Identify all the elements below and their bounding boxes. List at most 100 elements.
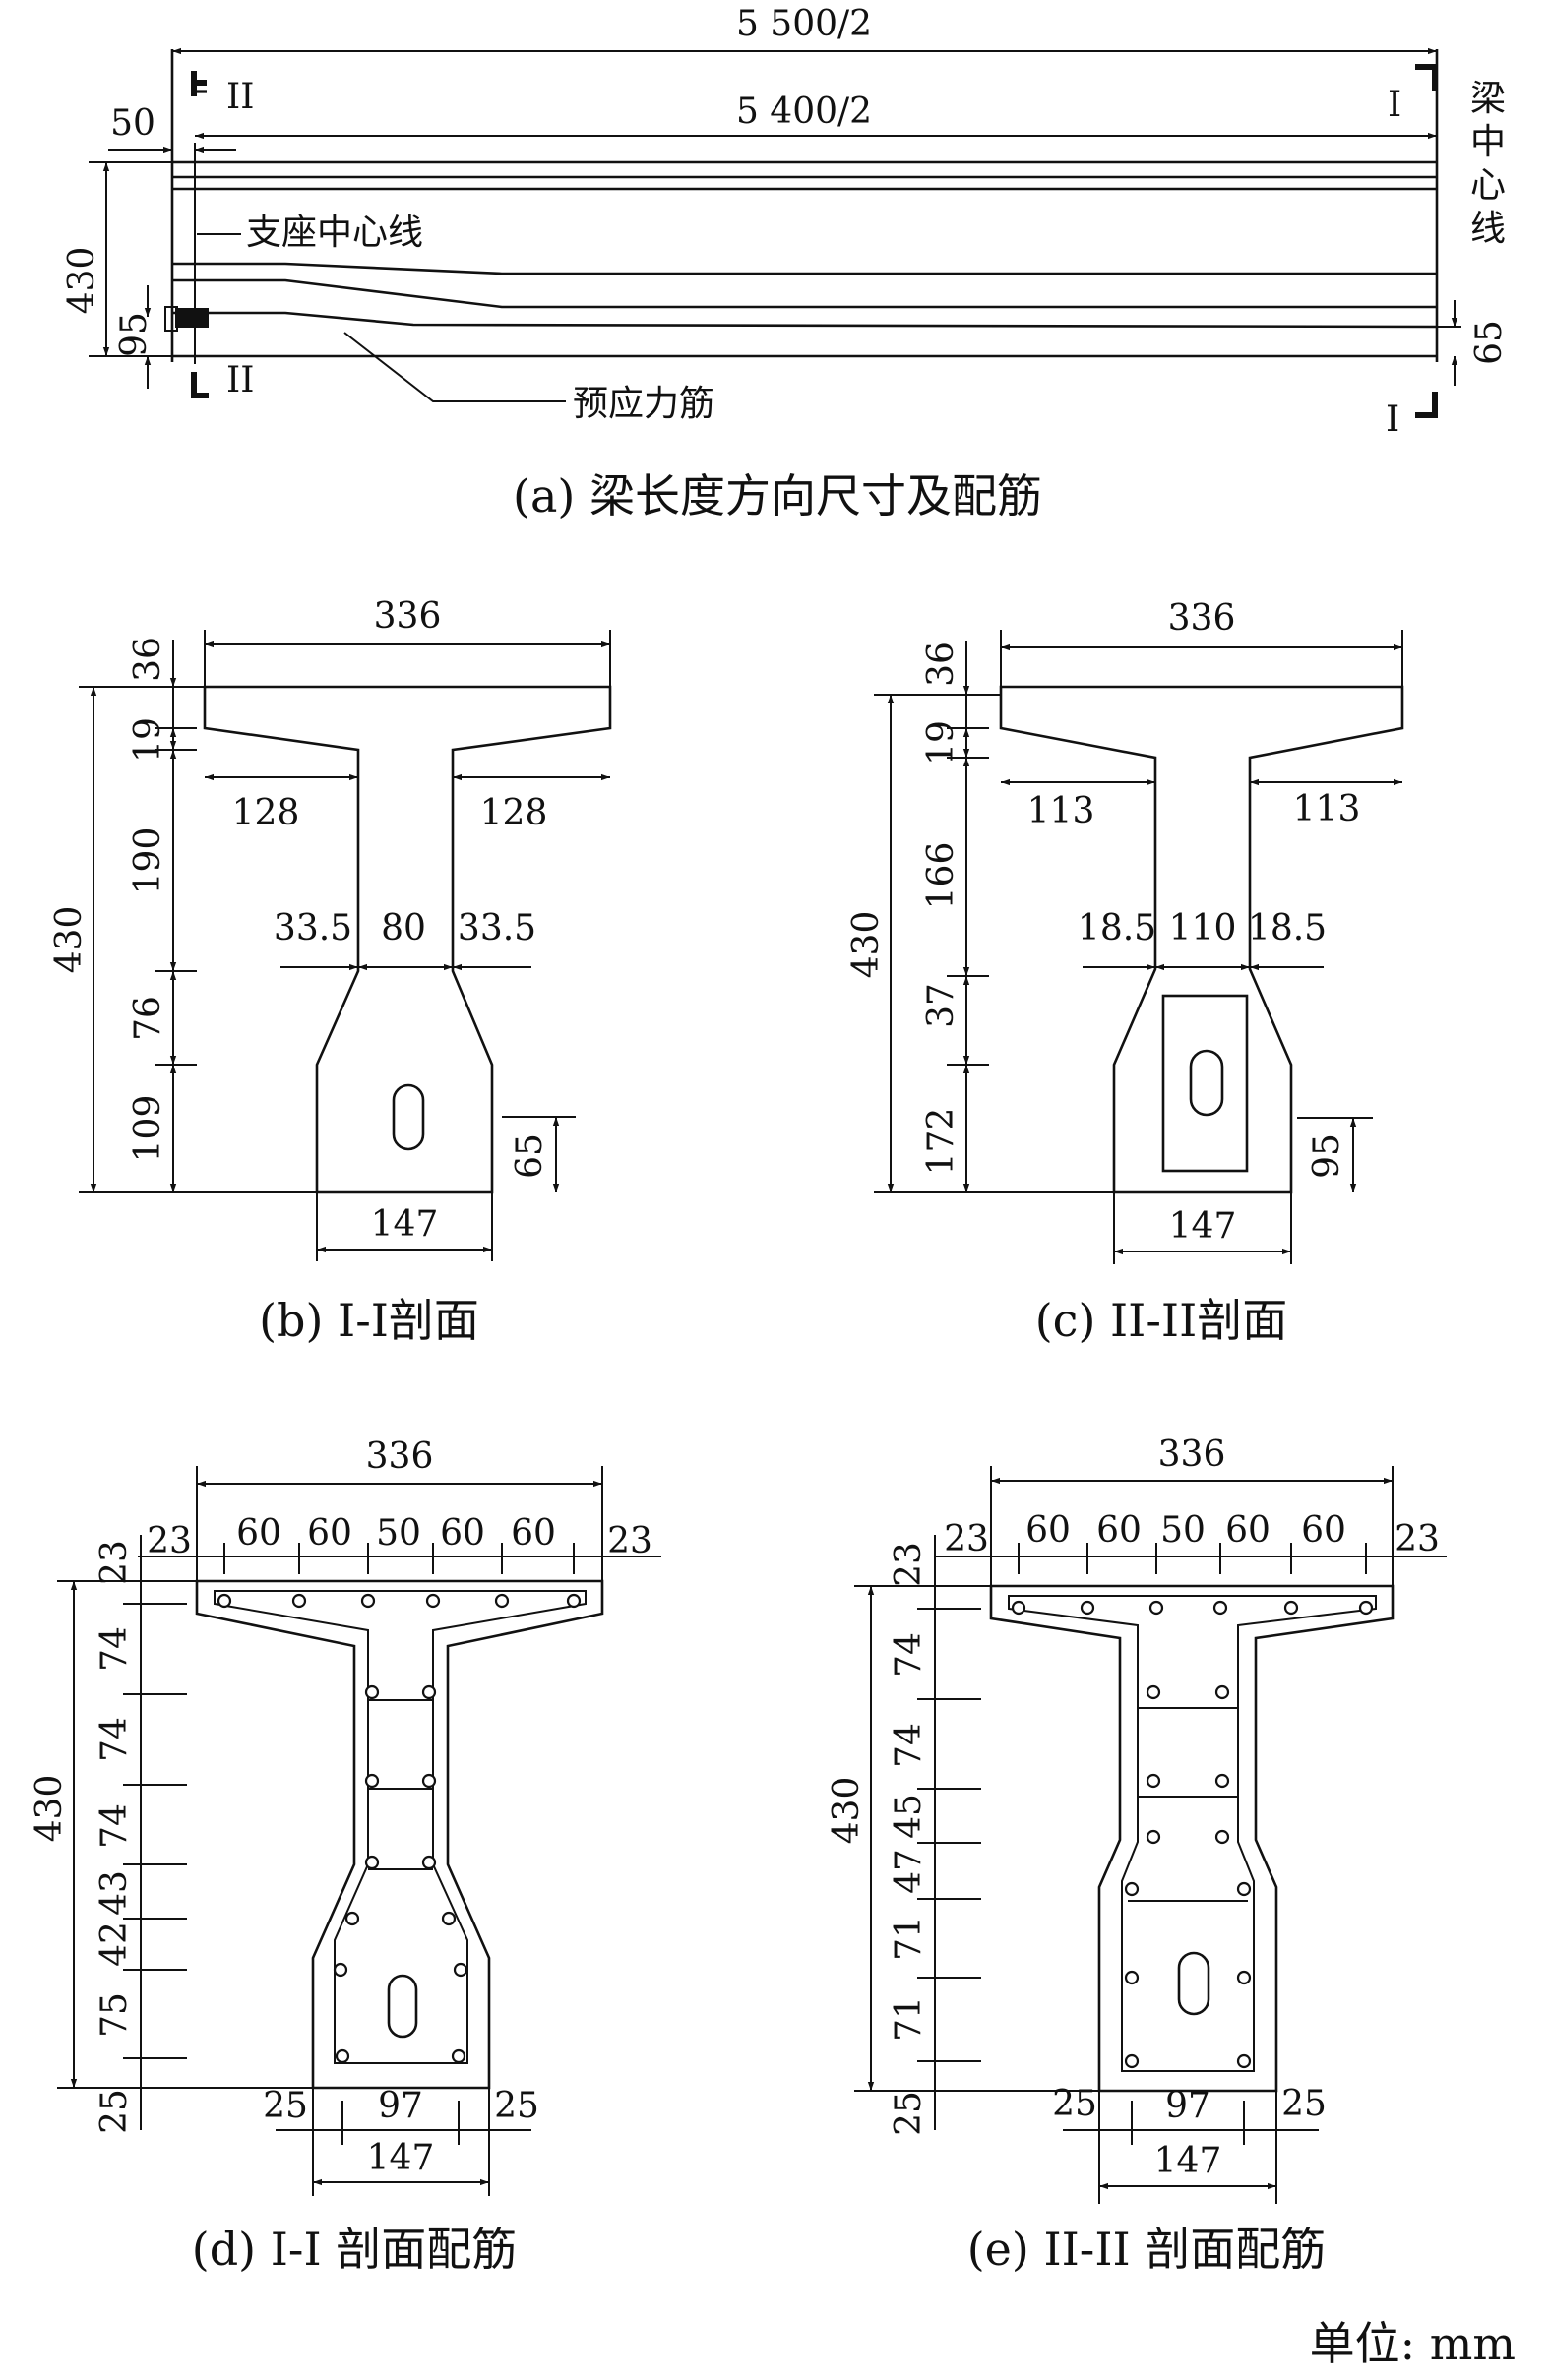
rebar-icon bbox=[335, 2048, 350, 2064]
caption-a: (a) 梁长度方向尺寸及配筋 bbox=[513, 469, 1042, 522]
dim-web-right: 33.5 bbox=[458, 908, 536, 948]
rebar-icon bbox=[364, 1684, 380, 1700]
panel-b-section: 336 128 128 33.5 80 33.5 147 65 430 bbox=[49, 596, 612, 1347]
rebar-icon bbox=[1146, 1684, 1161, 1700]
dim-width: 336 bbox=[374, 596, 442, 637]
rebar-icon bbox=[451, 2048, 466, 2064]
rebar-icon bbox=[421, 1855, 437, 1870]
dim-spacing: 60 bbox=[307, 1513, 352, 1554]
dim-wing-right: 128 bbox=[480, 793, 548, 833]
dim-web-center: 80 bbox=[381, 908, 426, 948]
dim-vertical: 71 bbox=[889, 1916, 929, 1961]
rebar-icon bbox=[364, 1855, 380, 1870]
dim-taper: 37 bbox=[921, 983, 961, 1028]
rebar-icon bbox=[441, 1911, 457, 1926]
dim-tendon: 95 bbox=[1307, 1133, 1347, 1179]
rebar-icon bbox=[1148, 1600, 1164, 1616]
dim-vertical: 47 bbox=[889, 1849, 929, 1894]
dim-web-right: 18.5 bbox=[1248, 908, 1327, 948]
rebar-icon bbox=[425, 1593, 441, 1609]
dim-bulb: 109 bbox=[128, 1095, 168, 1163]
tendon-duct bbox=[1189, 1049, 1224, 1117]
dim-width: 336 bbox=[366, 1436, 434, 1477]
rebar-icon bbox=[1236, 2053, 1252, 2069]
dim-spacing: 60 bbox=[511, 1513, 556, 1554]
dim-tendon: 65 bbox=[510, 1133, 550, 1179]
rebar-icon bbox=[1146, 1773, 1161, 1789]
section-mark-icon bbox=[1415, 64, 1438, 91]
dim-vertical: 74 bbox=[94, 1803, 135, 1849]
dim-height: 430 bbox=[62, 247, 102, 315]
dim-bottom-left: 25 bbox=[263, 2086, 308, 2126]
section-label: I bbox=[1386, 399, 1399, 440]
rebar-icon bbox=[494, 1593, 510, 1609]
label-center-char: 心 bbox=[1470, 165, 1506, 206]
rebar-icon bbox=[1214, 1684, 1230, 1700]
label-center-char: 线 bbox=[1470, 209, 1506, 249]
dim-web-height: 166 bbox=[921, 842, 961, 910]
rebar-icon bbox=[344, 1911, 360, 1926]
caption-c: (c) II-II剖面 bbox=[1035, 1294, 1288, 1347]
label-center-char: 中 bbox=[1470, 122, 1506, 162]
section-outline bbox=[195, 1579, 604, 2090]
dim-bottom-left: 25 bbox=[1052, 2084, 1097, 2124]
dim-vertical: 25 bbox=[889, 2091, 929, 2136]
dim-height: 430 bbox=[846, 911, 887, 979]
rebar-icon bbox=[566, 1593, 582, 1609]
rebar-icon bbox=[1080, 1600, 1095, 1616]
caption-b: (b) I-I剖面 bbox=[259, 1294, 479, 1347]
dim-vertical: 23 bbox=[94, 1540, 135, 1585]
dim-wing-left: 128 bbox=[232, 793, 300, 833]
label-tendon: 预应力筋 bbox=[573, 384, 714, 424]
dim-tendon: 65 bbox=[1469, 320, 1510, 365]
section-label: II bbox=[226, 77, 254, 117]
tendon-duct bbox=[387, 1974, 418, 2039]
dim-wing-right: 113 bbox=[1293, 789, 1361, 829]
dim-bottom: 147 bbox=[371, 1204, 439, 1245]
rebar-icon bbox=[1212, 1600, 1228, 1616]
rebar-icon bbox=[360, 1593, 376, 1609]
rebar-icon bbox=[1236, 1970, 1252, 1985]
dim-vertical: 74 bbox=[889, 1632, 929, 1678]
dim-bottom: 147 bbox=[367, 2138, 435, 2178]
dim-spacing: 60 bbox=[236, 1513, 281, 1554]
section-mark-icon bbox=[191, 372, 209, 398]
dim-height: 430 bbox=[30, 1775, 70, 1843]
dim-web-left: 33.5 bbox=[274, 908, 352, 948]
dim-spacing: 60 bbox=[440, 1513, 485, 1554]
dim-end: 50 bbox=[110, 103, 155, 144]
dim-vertical: 71 bbox=[889, 1996, 929, 2042]
dim-flange: 36 bbox=[128, 637, 168, 682]
tendon-line bbox=[172, 311, 1438, 329]
dim-span: 5 400/2 bbox=[736, 92, 872, 132]
dim-edge-right: 23 bbox=[607, 1521, 652, 1561]
dim-taper: 76 bbox=[128, 996, 168, 1041]
dim-bottom-right: 25 bbox=[1281, 2084, 1327, 2124]
rebar-icon bbox=[1146, 1829, 1161, 1845]
dim-bulb: 172 bbox=[921, 1108, 961, 1176]
dim-vertical: 74 bbox=[94, 1626, 135, 1672]
dim-width: 336 bbox=[1158, 1434, 1226, 1475]
rebar-group bbox=[217, 1593, 582, 2064]
section-label: II bbox=[226, 360, 254, 400]
unit-label: 单位: mm bbox=[1310, 2317, 1516, 2370]
dim-bottom-center: 97 bbox=[378, 2086, 423, 2126]
dim-spacing: 60 bbox=[1225, 1510, 1271, 1551]
rebar-icon bbox=[1214, 1773, 1230, 1789]
dim-spacing: 60 bbox=[1096, 1510, 1142, 1551]
web-bulb-line bbox=[172, 262, 1437, 275]
dim-vertical: 45 bbox=[889, 1794, 929, 1839]
dim-haunch: 19 bbox=[921, 720, 961, 765]
stirrup-outline bbox=[1008, 1595, 1377, 2072]
dim-spacing: 60 bbox=[1301, 1510, 1346, 1551]
rebar-icon bbox=[421, 1773, 437, 1789]
dim-vertical: 74 bbox=[889, 1723, 929, 1768]
dim-anchor: 95 bbox=[114, 312, 155, 357]
leader-tendon bbox=[343, 332, 566, 402]
panel-c-section: 336 113 113 18.5 110 18.5 147 95 430 36 bbox=[846, 598, 1404, 1347]
dim-bottom-center: 97 bbox=[1165, 2086, 1210, 2126]
dim-edge-left: 23 bbox=[944, 1519, 989, 1559]
dim-web-center: 110 bbox=[1169, 908, 1237, 948]
stirrup-outline bbox=[214, 1590, 587, 2064]
dim-haunch: 19 bbox=[128, 717, 168, 763]
